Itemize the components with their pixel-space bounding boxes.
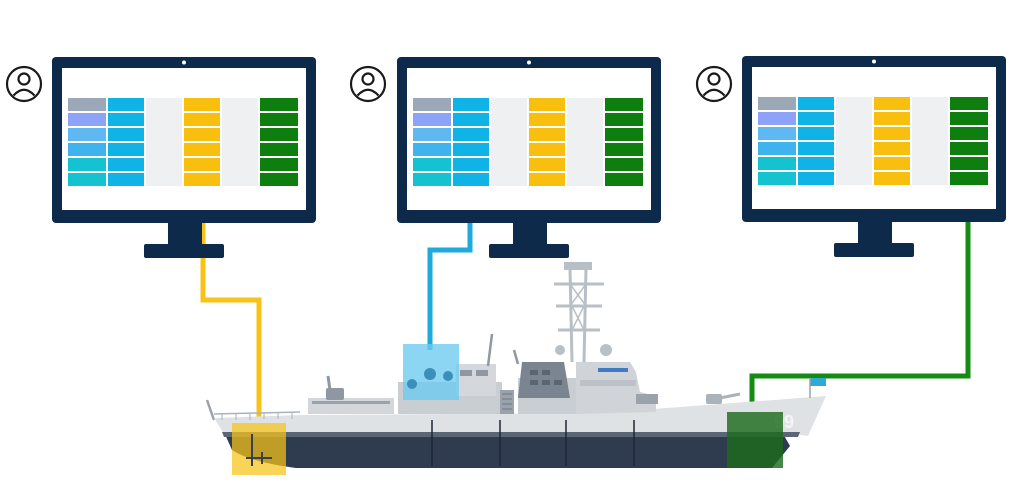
- screen-data-grid: [413, 98, 643, 186]
- connector-line-green: [749, 184, 971, 420]
- monitor-stand: [834, 243, 914, 257]
- user-circle-icon: [349, 65, 387, 103]
- workstation-1: [5, 57, 316, 258]
- monitor-camera: [182, 60, 186, 65]
- monitor-neck: [168, 223, 202, 245]
- ship-hull-upper: [214, 396, 826, 436]
- hull-segments: [431, 420, 635, 466]
- monitor: [397, 57, 661, 258]
- user-circle-icon: [5, 65, 43, 103]
- monitor-stand: [489, 244, 569, 258]
- monitor-camera: [872, 59, 876, 64]
- aft-superstructure: [308, 398, 394, 414]
- monitor-stand: [144, 244, 224, 258]
- monitor-neck: [858, 222, 892, 244]
- fore-gun: [706, 394, 722, 404]
- workstation-2: [349, 57, 661, 258]
- monitor: [742, 56, 1006, 257]
- connector-line-yellow: [200, 184, 262, 430]
- screen-data-grid: [68, 98, 298, 186]
- highlight-zone-green: [727, 412, 783, 468]
- stern-post: [205, 399, 216, 421]
- monitor-neck: [513, 223, 547, 245]
- highlight-zone-yellow: [232, 423, 286, 475]
- workstation-3: [695, 56, 1006, 257]
- bow-flag: [810, 378, 826, 386]
- ship-hull-lower: [224, 432, 790, 468]
- screen-data-grid: [758, 97, 988, 185]
- aft-gun: [326, 388, 344, 400]
- bridge-windows: [598, 368, 628, 372]
- monitor: [52, 57, 316, 258]
- ship-mast: [554, 267, 604, 363]
- user-circle-icon: [695, 65, 733, 103]
- monitor-camera: [527, 60, 531, 65]
